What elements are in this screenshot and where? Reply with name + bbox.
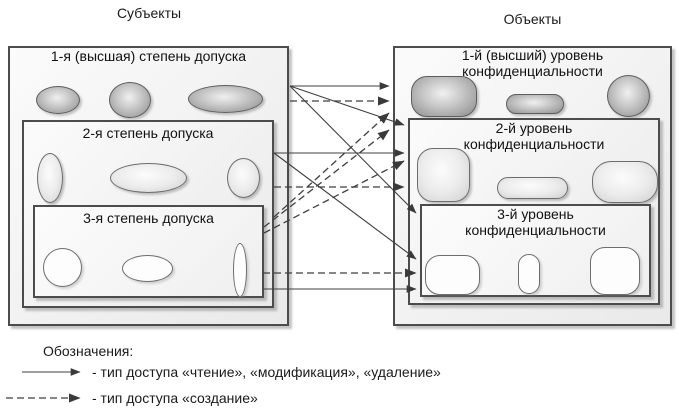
object-entity [590,247,640,295]
subject-level-3-title: 3-я степень допуска [83,210,214,226]
subjects-header: Субъекты [116,5,182,21]
object-entity [607,75,650,117]
object-entity [411,76,477,117]
subject-entity [227,158,260,198]
subject-entity [188,85,263,113]
object-entity [592,161,658,203]
subject-entity [233,243,247,297]
legend-solid-arrow-icon [22,368,81,376]
subject-entity [36,86,80,114]
object-level-1-title: 1-й (высший) уровень конфиденциальности [461,47,604,79]
legend-title: Обозначения: [43,343,134,359]
subject-entity [37,153,63,203]
legend-item-create: - тип доступа «создание» [92,390,258,406]
object-entity [417,148,470,202]
object-entity [425,255,480,295]
objects-header: Объекты [503,11,562,27]
object-level-3-title: 3-й уровень конфиденциальности [465,206,606,238]
object-entity [518,254,540,294]
legend-dashed-arrow-icon [6,393,81,403]
subject-entity [122,255,173,282]
arrow-subject-2-to-object-1-dashed [273,112,390,218]
subject-entity [110,163,187,193]
arrow-subject-1-to-object-2-solid [289,85,405,126]
object-entity [497,177,568,199]
subject-level-1-title: 1-я (высшая) степень допуска [50,48,247,64]
subject-entity [109,82,151,118]
subject-entity [43,248,82,287]
subject-level-2-title: 2-я степень допуска [82,125,214,141]
object-level-2-title: 2-й уровень конфиденциальности [463,120,605,152]
object-entity [506,94,564,114]
legend-item-read: - тип доступа «чтение», «модификация», «… [92,364,441,380]
